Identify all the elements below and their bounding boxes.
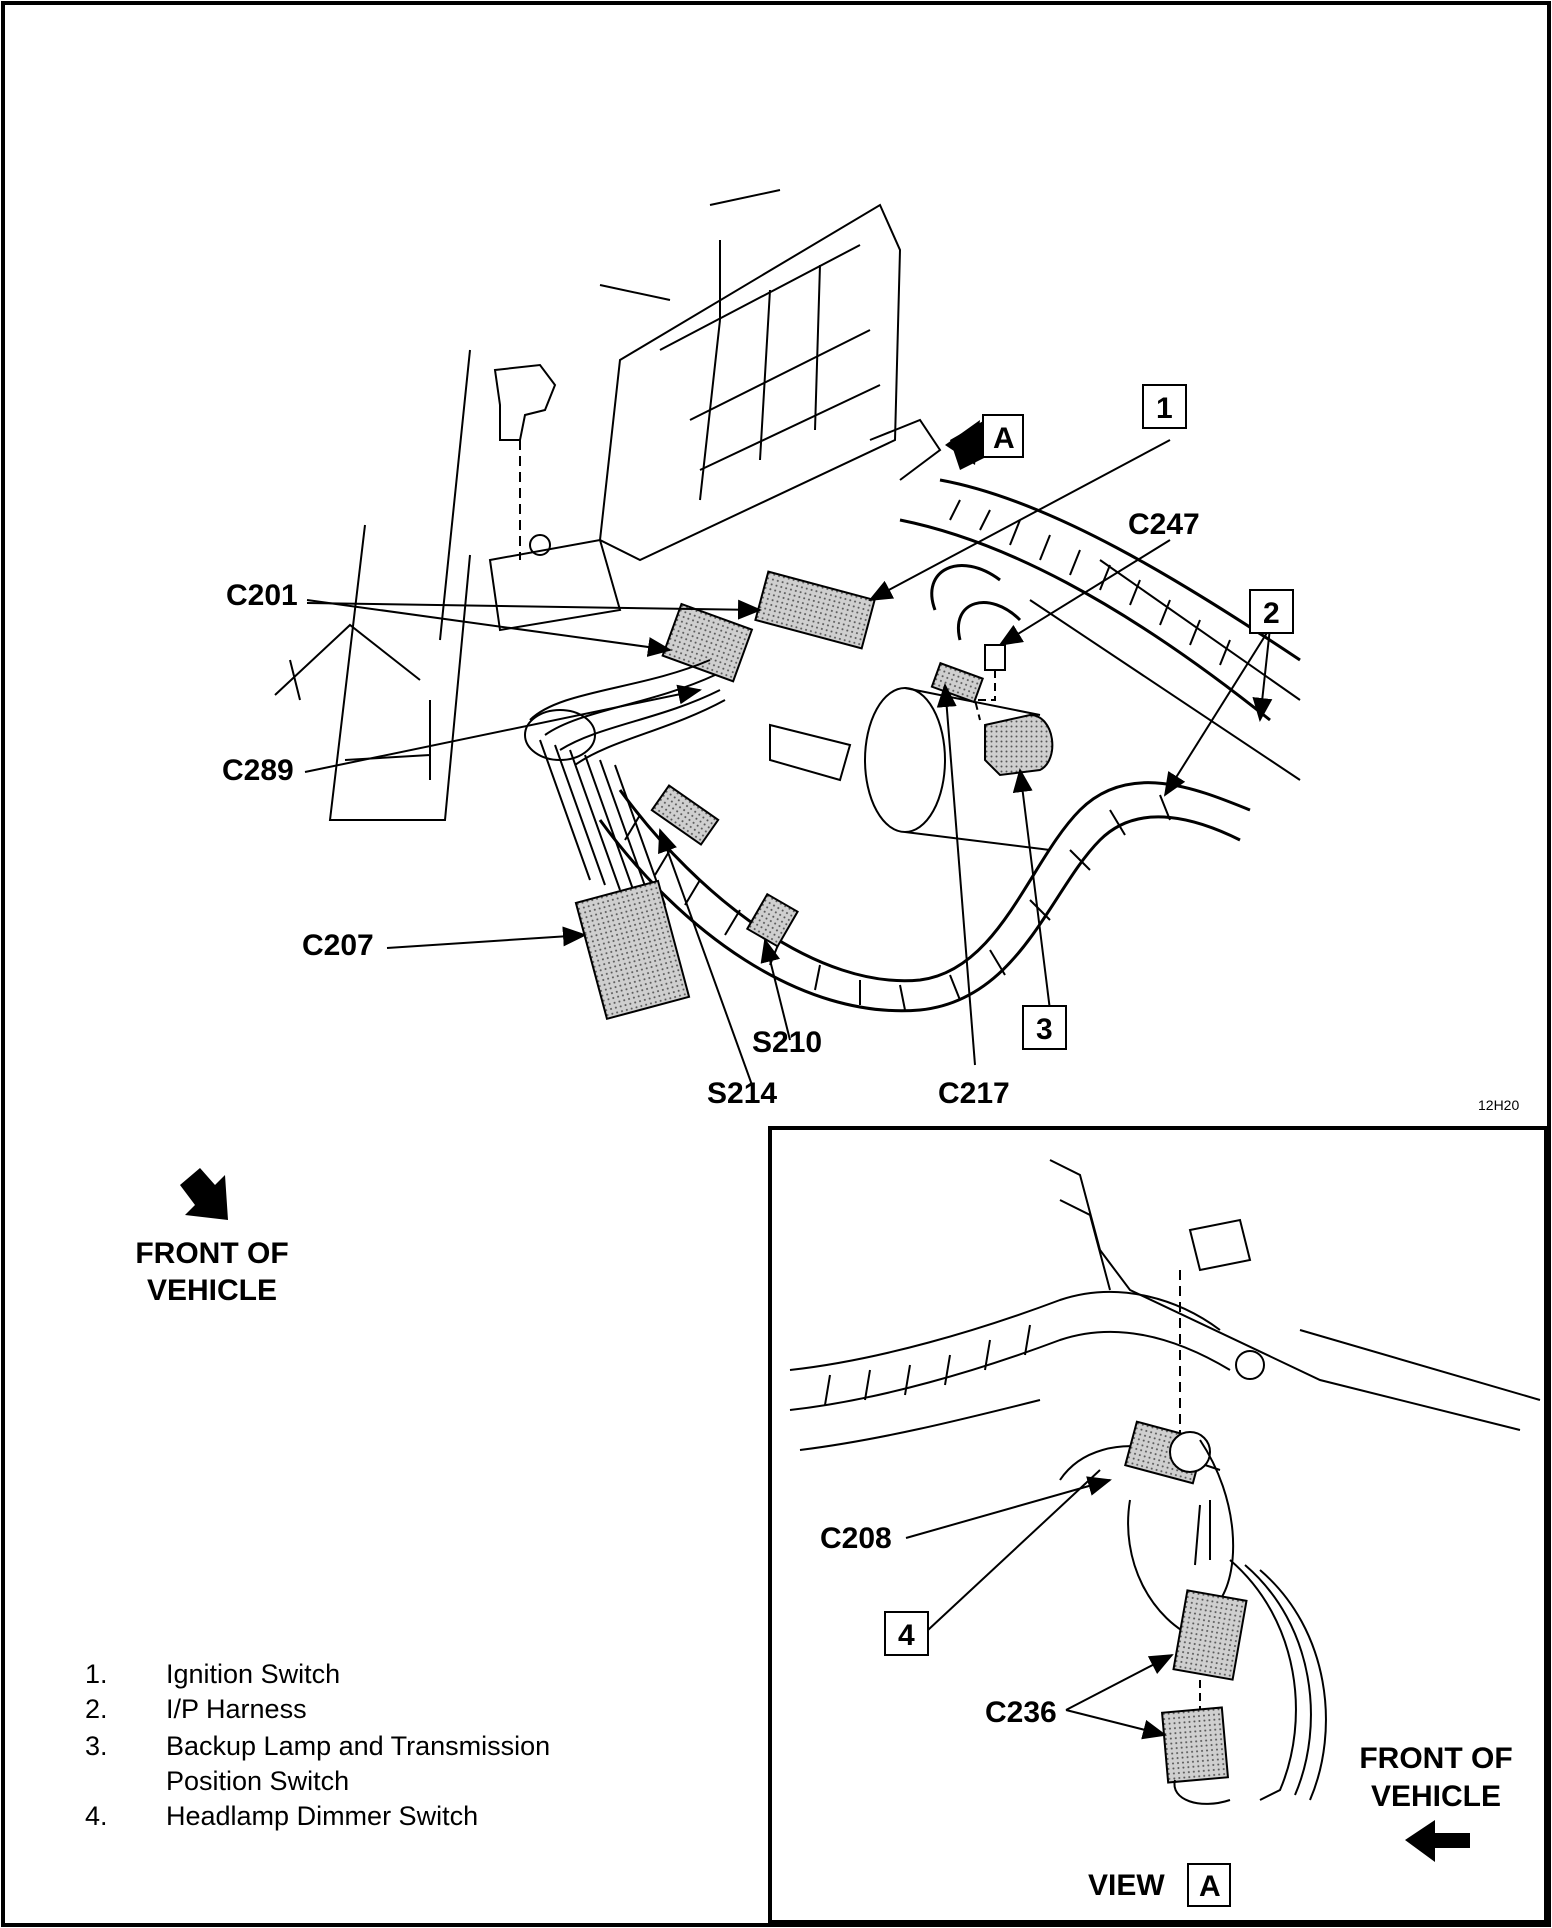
view-a-frame	[768, 1126, 1548, 1924]
view-a-illustration	[789, 1159, 1541, 1805]
main-view-illustration	[274, 189, 1301, 1021]
front-of-vehicle-line2: VEHICLE	[147, 1274, 277, 1307]
view-a-front-arrow-icon	[1405, 1820, 1470, 1862]
view-a-title-box	[1187, 1863, 1231, 1907]
label-c236: C236	[985, 1696, 1057, 1729]
label-view-a-marker: A	[993, 422, 1015, 455]
front-of-vehicle-arrow-icon	[180, 1168, 228, 1220]
legend-text-3: Backup Lamp and Transmission	[166, 1731, 550, 1761]
view-a-title-box-label: A	[1199, 1870, 1221, 1903]
callout-box-2	[1249, 589, 1294, 634]
view-a-leaders	[905, 1469, 1174, 1740]
label-c201: C201	[226, 579, 298, 612]
main-view-leaders	[304, 439, 1273, 1086]
callout-box-3	[1022, 1005, 1067, 1050]
legend-num-4: 4.	[85, 1801, 108, 1831]
view-a-front-line2: VEHICLE	[1371, 1780, 1501, 1813]
label-c289: C289	[222, 754, 294, 787]
label-c208: C208	[820, 1522, 892, 1555]
front-of-vehicle-line1: FRONT OF	[135, 1237, 288, 1270]
callout-box-4	[884, 1611, 929, 1656]
callout-box-1	[1142, 384, 1187, 429]
label-box-3: 3	[1036, 1013, 1053, 1046]
label-box-2: 2	[1263, 597, 1280, 630]
legend: 1. Ignition Switch 2. I/P Harness 3. Bac…	[85, 1659, 550, 1831]
view-a-front-line1: FRONT OF	[1359, 1742, 1512, 1775]
label-box-1: 1	[1156, 392, 1173, 425]
label-box-4: 4	[898, 1619, 915, 1652]
figure-code: 12H20	[1478, 1097, 1519, 1113]
label-c217: C217	[938, 1077, 1010, 1110]
legend-text-3b: Position Switch	[166, 1766, 349, 1796]
legend-num-3: 3.	[85, 1731, 108, 1761]
view-a-marker-box	[982, 414, 1024, 458]
legend-num-2: 2.	[85, 1694, 108, 1724]
label-c207: C207	[302, 929, 374, 962]
view-a-title: VIEW	[1088, 1869, 1165, 1902]
legend-text-2: I/P Harness	[166, 1694, 307, 1724]
label-s214: S214	[707, 1077, 777, 1110]
legend-text-1: Ignition Switch	[166, 1659, 340, 1689]
label-c247: C247	[1128, 508, 1200, 541]
legend-text-4: Headlamp Dimmer Switch	[166, 1801, 478, 1831]
label-s210: S210	[752, 1026, 822, 1059]
legend-num-1: 1.	[85, 1659, 108, 1689]
